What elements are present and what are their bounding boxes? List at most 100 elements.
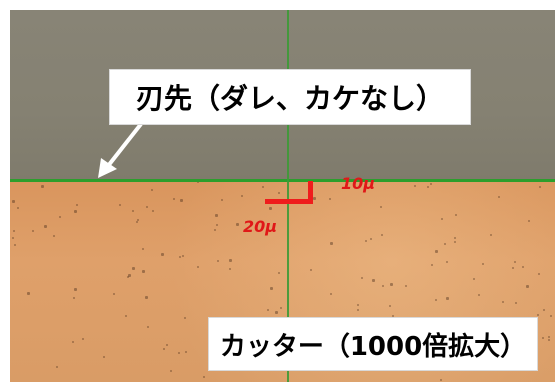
surface-speckle bbox=[550, 315, 552, 317]
surface-speckle bbox=[405, 285, 407, 287]
surface-speckle bbox=[56, 366, 58, 368]
surface-speckle bbox=[178, 352, 180, 354]
surface-speckle bbox=[12, 237, 14, 239]
surface-speckle bbox=[53, 235, 55, 237]
surface-speckle bbox=[216, 224, 218, 226]
surface-speckle bbox=[73, 297, 75, 299]
surface-speckle bbox=[142, 248, 144, 250]
surface-speckle bbox=[59, 216, 61, 218]
callout-magnification: カッター（1000倍拡大） bbox=[208, 317, 538, 371]
surface-speckle bbox=[145, 296, 148, 299]
surface-speckle bbox=[389, 305, 391, 307]
surface-speckle bbox=[151, 189, 153, 191]
surface-speckle bbox=[241, 195, 243, 197]
surface-speckle bbox=[229, 268, 231, 270]
surface-speckle bbox=[132, 210, 134, 212]
surface-speckle bbox=[502, 301, 504, 303]
surface-speckle bbox=[197, 181, 199, 183]
surface-speckle bbox=[478, 294, 480, 296]
surface-speckle bbox=[214, 229, 216, 231]
surface-speckle bbox=[217, 260, 219, 262]
surface-speckle bbox=[215, 214, 218, 217]
surface-speckle bbox=[361, 277, 363, 279]
surface-speckle bbox=[125, 315, 127, 317]
surface-speckle bbox=[431, 264, 433, 266]
surface-speckle bbox=[482, 263, 484, 265]
surface-speckle bbox=[455, 214, 457, 216]
surface-speckle bbox=[430, 183, 432, 185]
surface-speckle bbox=[163, 348, 165, 350]
surface-speckle bbox=[180, 199, 183, 202]
surface-speckle bbox=[365, 240, 367, 242]
surface-speckle bbox=[267, 309, 269, 311]
surface-speckle bbox=[444, 243, 446, 245]
surface-speckle bbox=[119, 204, 121, 206]
surface-speckle bbox=[127, 276, 129, 278]
surface-speckle bbox=[278, 272, 280, 274]
surface-speckle bbox=[440, 379, 442, 381]
surface-speckle bbox=[537, 314, 539, 316]
surface-speckle bbox=[72, 341, 74, 343]
surface-speckle bbox=[330, 242, 333, 245]
surface-speckle bbox=[146, 206, 148, 208]
surface-speckle bbox=[381, 234, 383, 236]
surface-speckle bbox=[17, 207, 19, 209]
scale-label-10: 10μ bbox=[341, 174, 376, 193]
surface-speckle bbox=[542, 337, 544, 339]
surface-speckle bbox=[280, 307, 282, 309]
surface-speckle bbox=[185, 351, 187, 353]
surface-speckle bbox=[152, 210, 154, 212]
surface-speckle bbox=[270, 287, 273, 290]
surface-speckle bbox=[435, 250, 438, 253]
surface-speckle bbox=[74, 288, 77, 291]
surface-speckle bbox=[197, 266, 199, 268]
surface-speckle bbox=[372, 279, 375, 282]
surface-speckle bbox=[370, 238, 372, 240]
surface-speckle bbox=[142, 270, 145, 273]
surface-speckle bbox=[262, 186, 264, 188]
surface-speckle bbox=[229, 259, 232, 262]
surface-speckle bbox=[184, 317, 186, 319]
surface-speckle bbox=[357, 304, 359, 306]
surface-speckle bbox=[446, 261, 448, 263]
surface-speckle bbox=[221, 199, 223, 201]
scale-bar-vertical bbox=[308, 181, 313, 204]
surface-speckle bbox=[357, 309, 359, 311]
surface-speckle bbox=[441, 218, 443, 220]
surface-speckle bbox=[515, 302, 517, 304]
surface-speckle bbox=[166, 344, 168, 346]
surface-speckle bbox=[136, 221, 138, 223]
surface-speckle bbox=[548, 339, 550, 341]
surface-speckle bbox=[514, 261, 516, 263]
surface-speckle bbox=[414, 185, 416, 187]
blade-edge-line bbox=[10, 179, 555, 182]
vertical-crosshair-line bbox=[287, 10, 289, 382]
surface-speckle bbox=[13, 230, 15, 232]
surface-speckle bbox=[103, 356, 105, 358]
surface-speckle bbox=[236, 223, 239, 226]
surface-speckle bbox=[548, 336, 550, 338]
surface-speckle bbox=[113, 293, 115, 295]
surface-speckle bbox=[313, 197, 316, 200]
surface-speckle bbox=[182, 255, 184, 257]
surface-speckle bbox=[32, 230, 34, 232]
scale-bar-horizontal bbox=[265, 199, 313, 204]
surface-speckle bbox=[330, 293, 332, 295]
surface-speckle bbox=[473, 278, 475, 280]
surface-speckle bbox=[82, 338, 84, 340]
surface-speckle bbox=[490, 234, 492, 236]
surface-speckle bbox=[543, 309, 545, 311]
surface-speckle bbox=[179, 256, 181, 258]
surface-speckle bbox=[41, 185, 44, 188]
surface-speckle bbox=[310, 269, 312, 271]
surface-speckle bbox=[275, 311, 278, 314]
surface-speckle bbox=[498, 196, 500, 198]
surface-speckle bbox=[137, 219, 139, 221]
surface-speckle bbox=[380, 206, 382, 208]
surface-speckle bbox=[76, 204, 78, 206]
surface-speckle bbox=[512, 267, 514, 269]
surface-speckle bbox=[161, 253, 164, 256]
surface-speckle bbox=[269, 207, 272, 210]
surface-speckle bbox=[528, 220, 530, 222]
surface-speckle bbox=[427, 186, 429, 188]
